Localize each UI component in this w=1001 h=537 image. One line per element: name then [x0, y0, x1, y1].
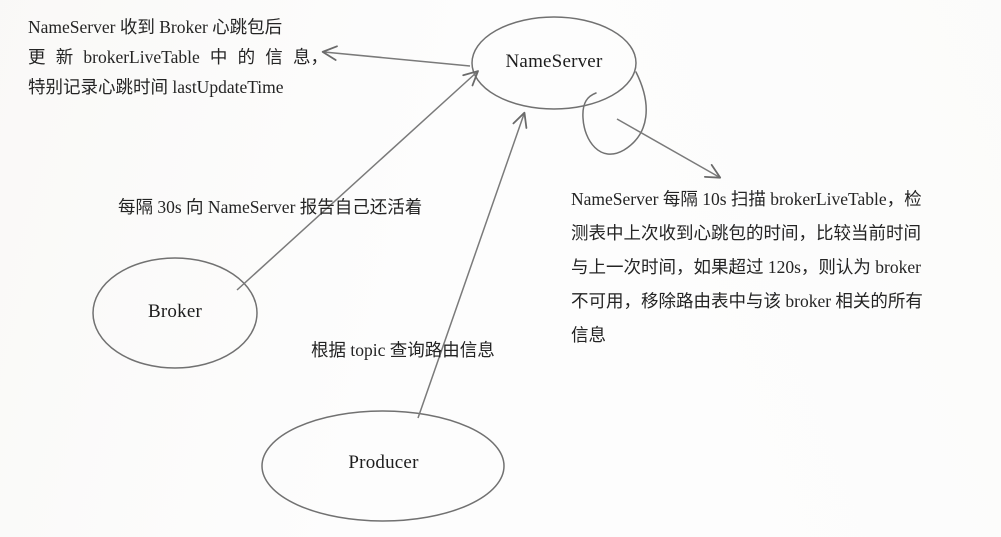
edge-label-producer-query: 根据 topic 查询路由信息 — [311, 340, 495, 360]
node-shape-producer — [261, 410, 505, 522]
node-label-broker: Broker — [148, 301, 202, 322]
annotation-heartbeat-update: NameServer 收到 Broker 心跳包后 更 新 brokerLive… — [28, 12, 328, 102]
node-label-producer: Producer — [348, 452, 419, 473]
annotation-line: NameServer 每隔 10s 扫描 brokerLiveTable，检 — [571, 189, 922, 209]
node-shape-nameserver — [471, 16, 637, 110]
annotation-line: 与上一次时间，如果超过 120s，则认为 broker — [571, 257, 921, 277]
edge-broker-to-nameserver — [236, 70, 479, 291]
edge-nameserver-self-loop — [582, 71, 647, 155]
edge-nameserver-to-update-note — [321, 45, 471, 67]
annotation-segment: 息， — [292, 47, 328, 67]
annotation-segment: brokerLiveTable — [83, 47, 200, 67]
annotation-segment: 信 — [265, 47, 283, 67]
node-label-nameserver: NameServer — [505, 51, 603, 72]
edge-producer-to-nameserver — [417, 111, 528, 419]
annotation-line: NameServer 收到 Broker 心跳包后 — [28, 17, 283, 37]
annotation-line: 更 新 brokerLiveTable 中 的 信 息， — [28, 42, 328, 72]
edge-selfloop-to-scan-note — [616, 118, 722, 179]
annotation-segment: 的 — [237, 47, 256, 67]
annotation-line: 测表中上次收到心跳包的时间，比较当前时间 — [571, 223, 921, 243]
annotation-scan-detect: NameServer 每隔 10s 扫描 brokerLiveTable，检 测… — [571, 182, 981, 352]
edge-label-broker-report: 每隔 30s 向 NameServer 报告自己还活着 — [118, 197, 423, 217]
annotation-line: 特别记录心跳时间 lastUpdateTime — [28, 77, 284, 97]
annotation-segment: 中 — [209, 47, 228, 67]
annotation-line: 信息 — [571, 325, 606, 345]
annotation-segment: 更 — [28, 47, 46, 67]
annotation-line: 不可用，移除路由表中与该 broker 相关的所有 — [571, 291, 923, 311]
node-shape-broker — [92, 257, 258, 369]
annotation-segment: 新 — [55, 47, 74, 67]
